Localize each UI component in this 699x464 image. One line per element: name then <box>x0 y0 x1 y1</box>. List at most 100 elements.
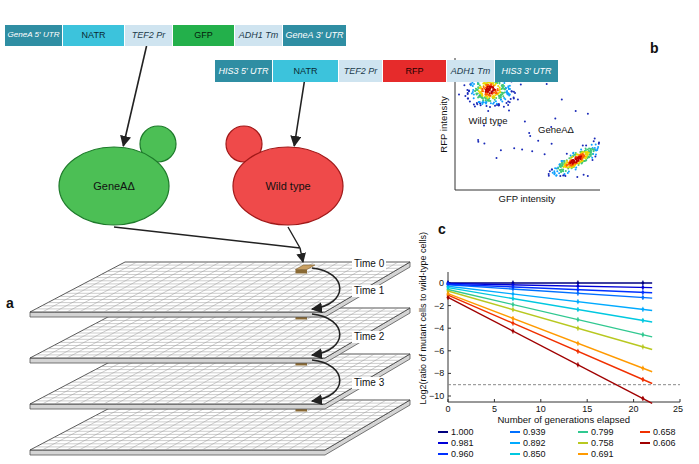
error-bar <box>577 317 578 322</box>
node-text: NATR <box>82 31 106 40</box>
data-point <box>577 308 580 311</box>
data-point <box>641 378 644 381</box>
legend-swatch <box>510 442 520 444</box>
time-label: Time 3 <box>352 377 386 389</box>
data-point <box>512 293 515 296</box>
scatter-points <box>458 69 600 179</box>
legend-swatch <box>640 442 650 444</box>
data-point <box>577 288 580 291</box>
error-bar <box>512 321 513 326</box>
node-text: HIS3 3′ UTR <box>501 67 551 76</box>
error-bar <box>512 284 513 289</box>
data-point <box>512 330 515 333</box>
selected-well <box>296 265 315 270</box>
data-point <box>577 350 580 353</box>
error-bar <box>512 302 513 307</box>
legend-swatch <box>438 431 448 433</box>
promoter-segment: TEF2 Pr <box>339 60 383 82</box>
data-point <box>577 292 580 295</box>
time-label: Time 2 <box>352 331 386 343</box>
data-point <box>577 327 580 330</box>
fit-line <box>448 295 652 383</box>
yeast-cell: Wild type <box>232 146 344 226</box>
tick-label: −8 <box>434 368 444 378</box>
time-label: Time 1 <box>352 285 386 297</box>
utr-segment: HIS3 3′ UTR <box>495 60 559 82</box>
data-point <box>512 286 515 289</box>
tick-label: 0 <box>439 278 444 288</box>
data-point <box>641 367 644 370</box>
tick-label: −6 <box>434 346 444 356</box>
data-point <box>577 318 580 321</box>
legend-swatch <box>438 453 448 455</box>
marker-segment: NATR <box>273 60 339 82</box>
error-bar <box>577 287 578 292</box>
legend-text: 0.939 <box>523 427 546 437</box>
legend-text: 0.850 <box>523 449 546 459</box>
utr-segment: GeneA 3′ UTR <box>283 25 347 46</box>
data-point <box>577 300 580 303</box>
data-point <box>447 296 450 299</box>
data-point <box>641 286 644 289</box>
tick-label: −10 <box>429 391 444 401</box>
data-point <box>641 319 644 322</box>
fit-line <box>448 284 652 293</box>
error-bar <box>642 307 643 312</box>
error-bar <box>577 349 578 354</box>
legend-text: 1.000 <box>451 427 474 437</box>
time-label: Time 0 <box>352 258 386 270</box>
legend-swatch <box>640 431 650 433</box>
chart-axes <box>448 272 680 402</box>
utr-segment: GeneA 5′ UTR <box>5 25 63 46</box>
cluster-label: Wild type <box>469 116 508 127</box>
transfer-arrow <box>312 268 340 309</box>
error-bar <box>642 290 643 295</box>
error-bar <box>512 316 513 321</box>
data-point <box>447 283 450 286</box>
tick-label: 5 <box>492 404 497 414</box>
node-text: GeneAΔ <box>93 180 135 192</box>
error-bar <box>642 281 643 286</box>
error-bar <box>512 329 513 334</box>
merge-line <box>114 227 300 248</box>
plate-grid <box>36 262 405 312</box>
panel-letter: a <box>6 295 14 311</box>
node-text: GeneA 3′ UTR <box>286 31 344 40</box>
detection-limit <box>448 384 680 385</box>
legend-text: 0.758 <box>591 438 614 448</box>
error-bar <box>642 377 643 382</box>
error-bar <box>512 291 513 296</box>
error-bar <box>642 332 643 337</box>
data-point <box>641 345 644 348</box>
error-bar <box>577 299 578 304</box>
node-text: TEF2 Pr <box>344 67 378 76</box>
legend-text: 0.960 <box>451 449 474 459</box>
transfer-arrow <box>312 314 340 355</box>
tick-label: 0 <box>446 404 451 414</box>
data-point <box>577 342 580 345</box>
connector-arrow <box>123 46 146 146</box>
tick-label: −2 <box>434 301 444 311</box>
data-point <box>641 291 644 294</box>
error-bar <box>512 296 513 301</box>
plates <box>30 262 410 455</box>
data-point <box>512 317 515 320</box>
terminator-segment: ADH1 Tm <box>447 60 495 82</box>
node-text: ADH1 Tm <box>239 31 279 40</box>
node-text: NATR <box>294 67 318 76</box>
node-text: GeneA 5′ UTR <box>7 31 59 39</box>
tick-label: −4 <box>434 323 444 333</box>
legend-swatch <box>438 442 448 444</box>
legend-swatch <box>578 431 588 433</box>
error-bar <box>642 396 643 401</box>
error-bar <box>512 307 513 312</box>
cluster-label: GeneAΔ <box>538 125 574 136</box>
node-text: RFP <box>406 67 424 76</box>
tick-label: 15 <box>582 404 592 414</box>
data-point <box>447 286 450 289</box>
data-point <box>512 322 515 325</box>
error-bar <box>642 344 643 349</box>
tick-label: 25 <box>673 404 683 414</box>
legend-text: 0.981 <box>451 438 474 448</box>
